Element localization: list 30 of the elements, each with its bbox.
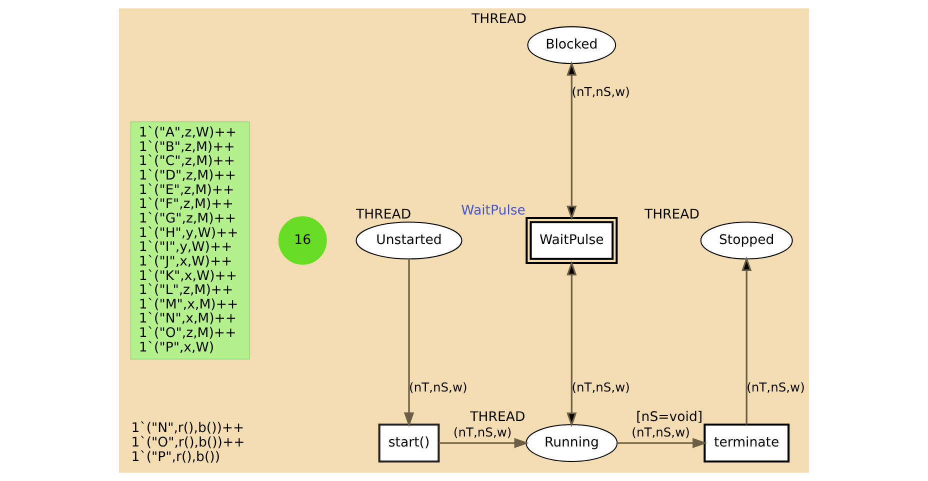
node-box: WaitPulse [526, 216, 618, 264]
arrow [617, 438, 708, 448]
label: 1`("O",r(),b())++ [131, 436, 245, 451]
node-label: THREAD [356, 207, 412, 222]
label: 1`("N",r(),b())++ [131, 421, 244, 436]
edge-label: (nT,nS,w) [572, 84, 630, 99]
arrow [438, 438, 529, 448]
edge-label: (nT,nS,w) [572, 380, 630, 394]
arrow [566, 260, 577, 428]
label: 1`("P",r(),b()) [131, 450, 220, 465]
arrow [404, 258, 414, 427]
node-label: WaitPulse [461, 203, 526, 218]
node-ellipse: Unstarted [356, 222, 462, 260]
node-label: THREAD [471, 12, 527, 28]
edge-label: (nT,nS,w) [409, 380, 468, 394]
node-label: [nS=void] [636, 410, 703, 425]
node-box: start() [378, 424, 440, 462]
node-circle: 16 [278, 216, 327, 265]
edge-label: (nT,nS,w) [746, 380, 805, 394]
node-label: THREAD [470, 410, 526, 425]
node-ellipse: Stopped [700, 222, 793, 260]
node-label: THREAD [644, 207, 700, 222]
arrow [742, 256, 752, 424]
node-ellipse: Blocked [527, 26, 616, 64]
arrow [566, 61, 577, 220]
node-box: terminate [704, 424, 790, 462]
edge-label: (nT,nS,w) [453, 426, 512, 440]
edge-label: (nT,nS,w) [632, 426, 690, 440]
node-box: 1`("A",z,W)++ 1`("B",z,M)++ 1`("C",z,M)++ 1`("D",z,M)++ 1`("E",z,M)++ 1`("F",z,M)++ 1`("G",z,M)++ 1`("H",y,W)++ 1`("I",y,W)++ 1`("J",x,W)++ 1`("K",x,W)++ 1`("L",z,M)++ 1`("M",x,M)++ 1`("N",x,M)++ 1`("O",z,M)++ 1`("P",x,W) [130, 121, 250, 360]
node-ellipse: Running [526, 424, 618, 462]
